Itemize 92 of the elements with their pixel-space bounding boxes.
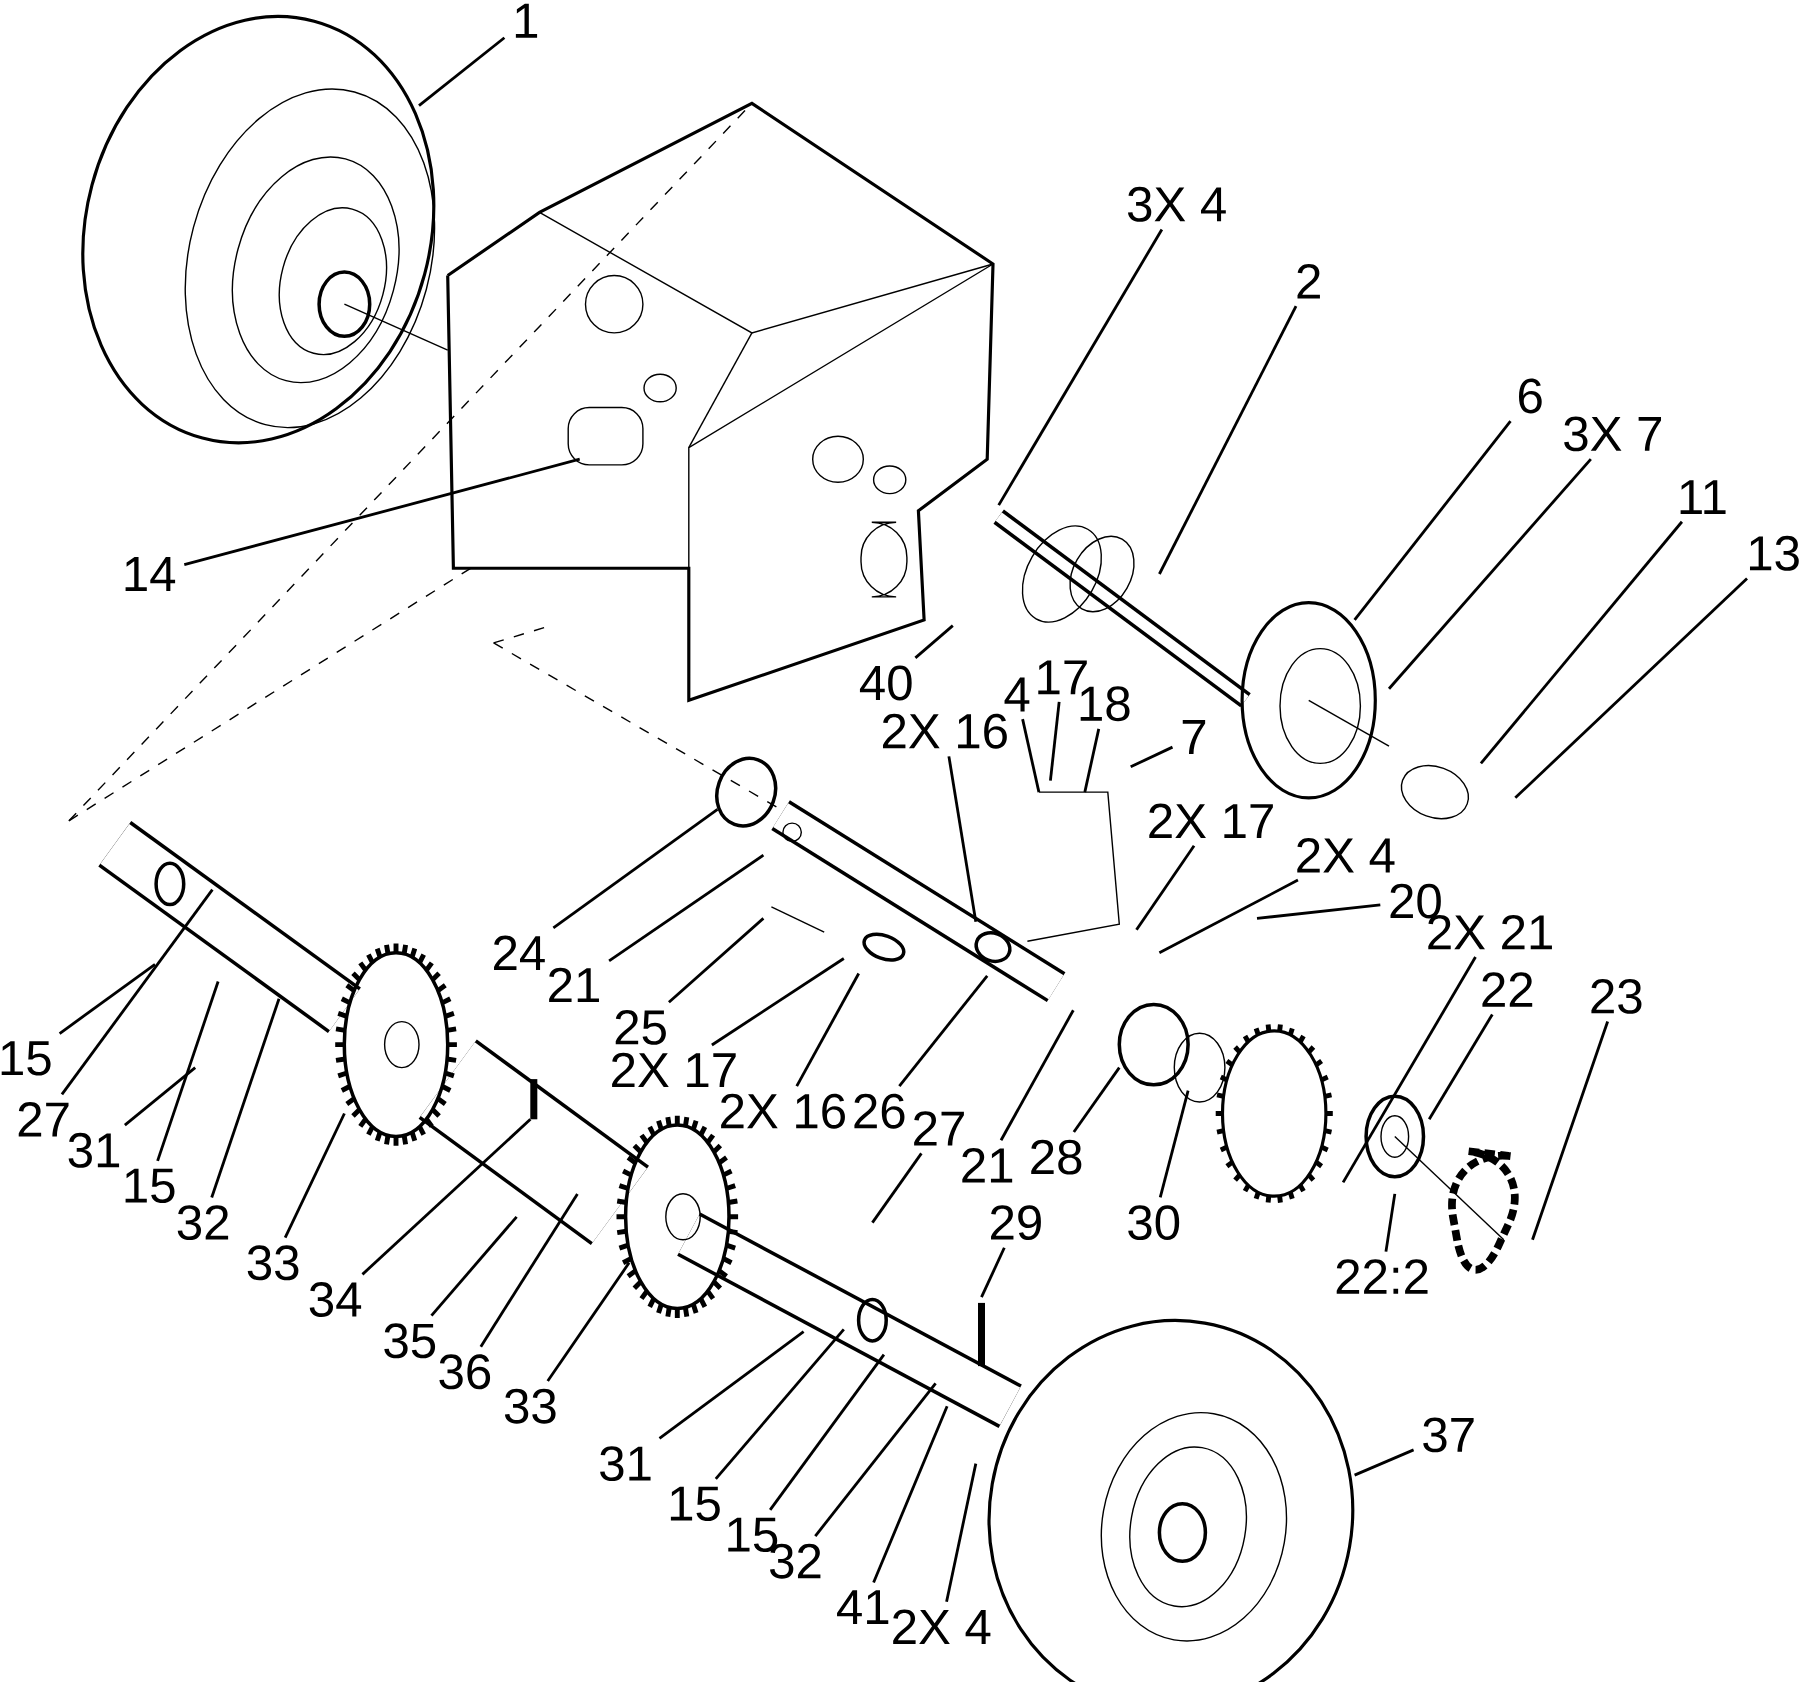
leader-line (156, 981, 220, 1162)
leader-line (898, 974, 989, 1087)
callout-number: 36 (439, 1354, 491, 1390)
callout-number: 2X 4 (1297, 838, 1395, 873)
leader-line (795, 972, 860, 1087)
leader-line (1341, 956, 1477, 1184)
leader-line (1021, 718, 1041, 793)
leader-line (1083, 728, 1101, 793)
leader-line (769, 1353, 886, 1511)
leader-line (947, 756, 978, 923)
leader-line (1049, 701, 1061, 781)
leader-line (546, 1262, 631, 1382)
leader-line (1256, 903, 1381, 920)
callout-number: 31 (600, 1446, 651, 1482)
callout-number: 28 (1031, 1139, 1082, 1175)
callout-number: 22 (1482, 972, 1533, 1007)
leader-line (658, 1330, 805, 1440)
leader-line (283, 1112, 346, 1239)
callout-number: 21 (549, 967, 599, 1003)
leader-line (1387, 458, 1592, 690)
callout-number: 23 (1591, 978, 1642, 1014)
leader-line (123, 1066, 197, 1127)
leader-line (1531, 1021, 1609, 1241)
leader-line (814, 1382, 937, 1537)
callout-number: 15 (670, 1486, 720, 1521)
leader-line (1158, 305, 1298, 575)
callout-number: 33 (504, 1388, 556, 1424)
callout-number: 2X 4 (893, 1609, 991, 1644)
callout-number: 2X 17 (1149, 803, 1273, 838)
callout-number: 13 (1750, 535, 1799, 571)
callout-number: 15 (125, 1168, 175, 1203)
callout-number: 2X 16 (721, 1093, 845, 1129)
leader-line (608, 854, 765, 963)
callout-number: 11 (1680, 480, 1726, 515)
leader-line (914, 624, 954, 659)
callout-number: 40 (859, 665, 912, 701)
leader-line (711, 957, 845, 1047)
leader-line (1514, 577, 1748, 799)
callout-number: 27 (914, 1111, 964, 1146)
callout-number: 1 (515, 3, 538, 38)
leader-line (1353, 420, 1512, 621)
leader-line (668, 917, 765, 1004)
leader-line (552, 808, 719, 930)
callout-number: 2 (1297, 264, 1320, 299)
callout-number: 7 (1182, 720, 1206, 754)
leader-line (997, 228, 1164, 506)
callout-number: 15 (1, 1041, 51, 1076)
callout-number: 2X 17 (612, 1052, 736, 1088)
leader-line (1158, 878, 1299, 955)
leader-line (1130, 745, 1174, 769)
callout-number: 34 (309, 1282, 362, 1317)
leader-line (1135, 844, 1196, 931)
callout-number: 35 (384, 1323, 436, 1359)
leader-line (1354, 1448, 1415, 1477)
callout-number: 41 (837, 1590, 889, 1625)
callout-number: 21 (962, 1148, 1013, 1183)
leader-line (980, 1247, 1006, 1298)
leader-line (418, 36, 506, 107)
callout-number: 37 (1423, 1417, 1474, 1453)
callout-number: 33 (247, 1245, 299, 1281)
leader-line (714, 1328, 845, 1480)
leader-line (58, 963, 156, 1035)
callout-number: 27 (18, 1102, 69, 1137)
leader-line (60, 888, 214, 1096)
leader-line (183, 457, 581, 566)
leader-line (871, 1152, 923, 1224)
callout-number: 4 (1004, 677, 1030, 712)
callout-number: 24 (494, 935, 545, 970)
callout-number: 22:2 (1336, 1259, 1428, 1294)
callout-number: 29 (991, 1205, 1041, 1241)
callout-number: 6 (1519, 378, 1542, 414)
leader-line (361, 1118, 532, 1276)
leader-line (945, 1463, 978, 1603)
callout-number: 26 (854, 1093, 905, 1129)
callout-number: 31 (68, 1132, 120, 1168)
leader-line (1384, 1193, 1397, 1252)
callout-number: 30 (1128, 1205, 1180, 1241)
leader-line (1428, 1013, 1494, 1121)
leader-line (479, 1193, 579, 1348)
callout-number: 25 (615, 1009, 666, 1045)
callout-number: 32 (177, 1205, 229, 1241)
leader-line (1158, 1090, 1190, 1198)
callout-number: 2X 16 (883, 713, 1007, 749)
leader-line (1072, 1066, 1121, 1133)
callout-number: 3X 4 (1127, 186, 1226, 222)
leader-line (999, 1009, 1075, 1141)
leader-line (210, 998, 281, 1198)
leader-line (1479, 520, 1683, 765)
leader-line (872, 1405, 949, 1583)
callout-number: 3X 7 (1564, 416, 1661, 452)
callout-number: 14 (125, 557, 176, 591)
leader-line (430, 1215, 518, 1317)
